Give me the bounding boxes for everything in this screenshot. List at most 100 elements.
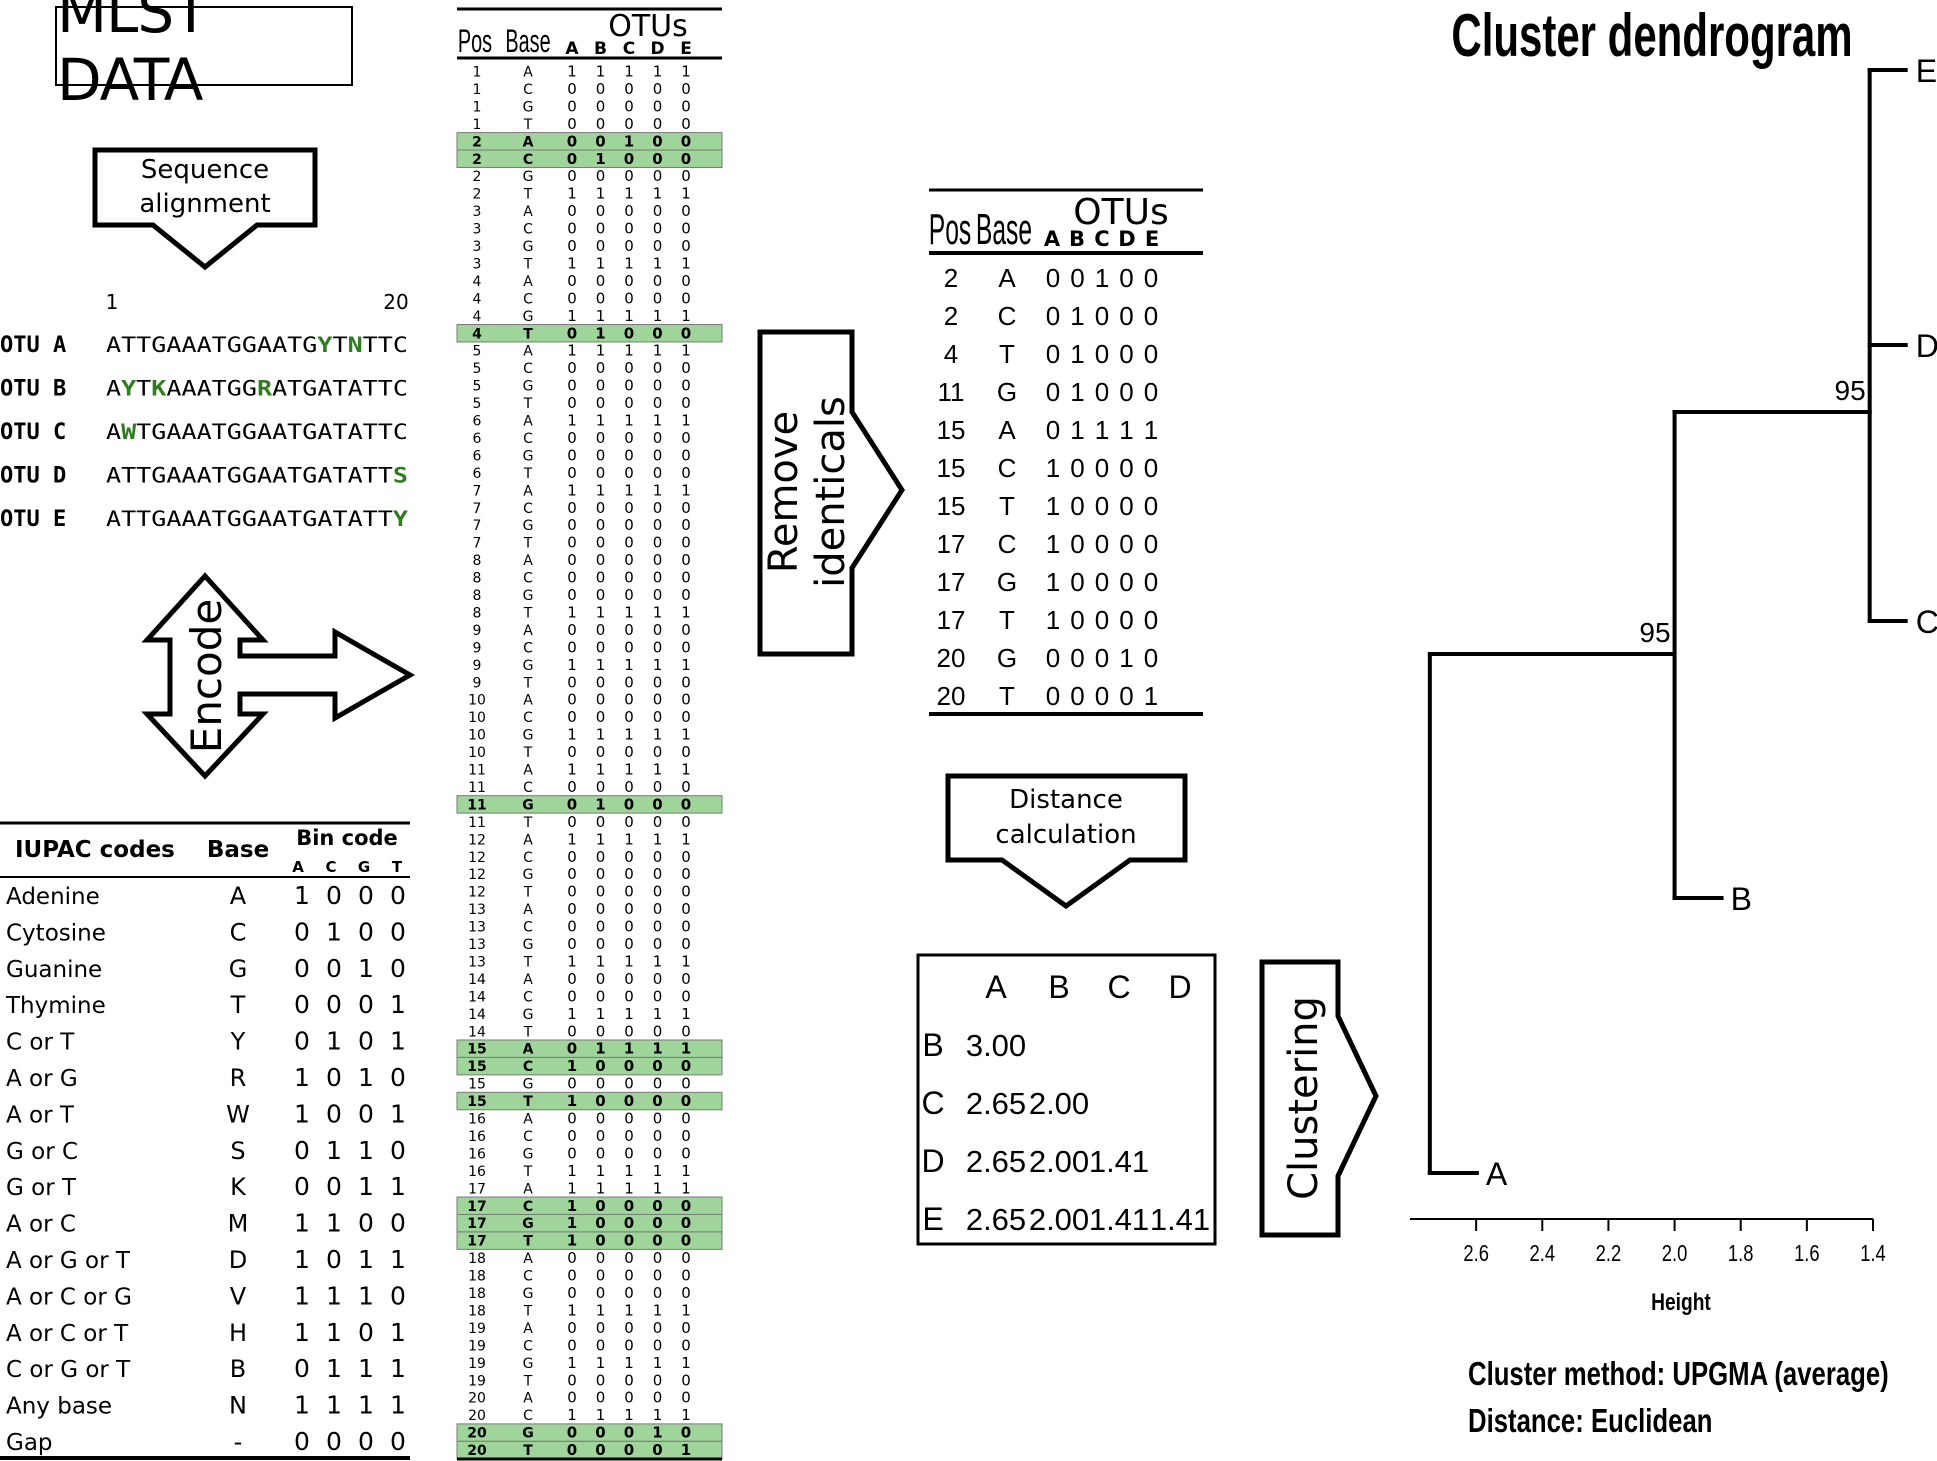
encoded-base: C [523, 640, 533, 656]
encoded-pos: 9 [473, 675, 482, 691]
encoded-bit: 1 [624, 603, 634, 621]
iupac-bin-digit: 0 [358, 1027, 374, 1056]
sequence-char: A [166, 464, 182, 488]
sequence-char: T [212, 333, 228, 357]
encoded-bit: 1 [653, 412, 663, 430]
encoded-bit: 0 [567, 1040, 577, 1058]
encoded-bit: 0 [596, 289, 606, 307]
iupac-bin-digit: 0 [294, 1172, 310, 1201]
encoded-pos: 7 [473, 518, 482, 534]
iupac-base: C [230, 918, 247, 946]
reduced-bit: 0 [1144, 643, 1158, 673]
encoded-bit: 0 [596, 586, 606, 604]
encoded-bit: 0 [681, 516, 691, 534]
encoded-base: C [523, 431, 533, 447]
encoded-pos: 7 [473, 483, 482, 499]
encoded-bit: 0 [624, 795, 634, 813]
highlight-band [456, 1231, 723, 1250]
distance-value: 1.41 [1089, 1202, 1149, 1237]
encoded-bit: 0 [653, 97, 663, 115]
encoded-pos: 8 [473, 605, 482, 621]
encoded-bit: 0 [567, 569, 577, 587]
encoded-bit: 0 [681, 237, 691, 255]
encoded-bit: 0 [681, 883, 691, 901]
encoded-base: G [523, 99, 534, 115]
sequence-char: A [197, 420, 213, 444]
encoded-bit: 0 [567, 499, 577, 517]
reduced-bit: 0 [1046, 377, 1060, 407]
encoded-base: G [523, 1077, 534, 1093]
encoded-base: A [523, 553, 533, 569]
iupac-base: A [230, 882, 247, 910]
sequence-char: R [257, 377, 273, 401]
reduced-bit: 0 [1095, 605, 1109, 635]
encoded-bit: 0 [624, 865, 634, 883]
encoded-bit: 1 [681, 1406, 691, 1424]
iupac-bin-digit: 0 [358, 1099, 374, 1128]
encoded-bit: 0 [624, 394, 634, 412]
encoded-bit: 0 [624, 1057, 634, 1075]
encoded-bit: 1 [624, 254, 634, 272]
encoded-base: T [523, 1094, 533, 1110]
encoded-bit: 0 [596, 464, 606, 482]
sequence-char: T [121, 507, 137, 531]
encode-arrow [141, 572, 416, 780]
encoded-bit: 0 [567, 97, 577, 115]
encoded-bit: 0 [567, 1424, 577, 1442]
encoded-base: A [523, 902, 533, 918]
encoded-bit: 0 [653, 1284, 663, 1302]
encoded-base: G [522, 797, 534, 813]
encoded-bit: 0 [596, 691, 606, 709]
encoded-base: G [522, 1216, 534, 1232]
encoded-otu-letter: E [680, 39, 692, 59]
encoded-bit: 1 [596, 1179, 606, 1197]
iupac-bin-digit: 1 [358, 954, 374, 983]
encoded-bit: 0 [681, 429, 691, 447]
encoded-bit: 1 [681, 342, 691, 360]
encoded-bit: 0 [653, 1319, 663, 1337]
encoded-base: G [523, 1356, 534, 1372]
encoded-bit: 0 [596, 1371, 606, 1389]
encoded-bit: 0 [681, 464, 691, 482]
encoded-bit: 0 [681, 359, 691, 377]
encoded-bit: 0 [567, 446, 577, 464]
encoded-bit: 0 [624, 150, 634, 168]
encoded-bit: 0 [653, 1127, 663, 1145]
reduced-bit: 0 [1095, 301, 1109, 331]
encoded-base: C [523, 1338, 533, 1354]
encoded-bit: 0 [596, 813, 606, 831]
encoded-bit: 0 [653, 708, 663, 726]
encoded-bit: 1 [567, 185, 577, 203]
reduced-bit: 0 [1046, 301, 1060, 331]
encoded-bit: 0 [624, 848, 634, 866]
reduced-header-otus: OTUs [1073, 192, 1168, 233]
encoded-bit: 1 [624, 63, 634, 81]
encoded-bit: 0 [652, 1197, 662, 1215]
encoded-bit: 1 [567, 1092, 577, 1110]
encoded-pos: 11 [468, 815, 486, 831]
dendrogram-support-label: 95 [1835, 375, 1866, 406]
iupac-bin-digit: 1 [294, 1209, 310, 1238]
encoded-bit: 1 [624, 185, 634, 203]
otu-label: OTU B [0, 377, 66, 402]
encoded-base: C [523, 82, 533, 98]
encoded-base: T [523, 1303, 533, 1319]
dendrogram-tick-label: 1.4 [1860, 1241, 1886, 1266]
sequence-char: T [287, 420, 303, 444]
encoded-bit: 0 [653, 935, 663, 953]
encoded-bit: 0 [567, 202, 577, 220]
sequence-char: A [106, 333, 122, 357]
encoded-bit: 0 [653, 970, 663, 988]
encoded-base: G [523, 1146, 534, 1162]
iupac-bin-digit: 1 [390, 1354, 406, 1383]
reduced-bit: 0 [1119, 529, 1133, 559]
sequence-char: A [272, 464, 288, 488]
encoded-bit: 1 [681, 1301, 691, 1319]
encoded-bit: 0 [567, 743, 577, 761]
encoded-bit: 1 [596, 185, 606, 203]
encoded-bit: 0 [596, 272, 606, 290]
encoded-bit: 0 [596, 1284, 606, 1302]
encoded-bit: 0 [624, 1110, 634, 1128]
encoded-bit: 0 [653, 778, 663, 796]
